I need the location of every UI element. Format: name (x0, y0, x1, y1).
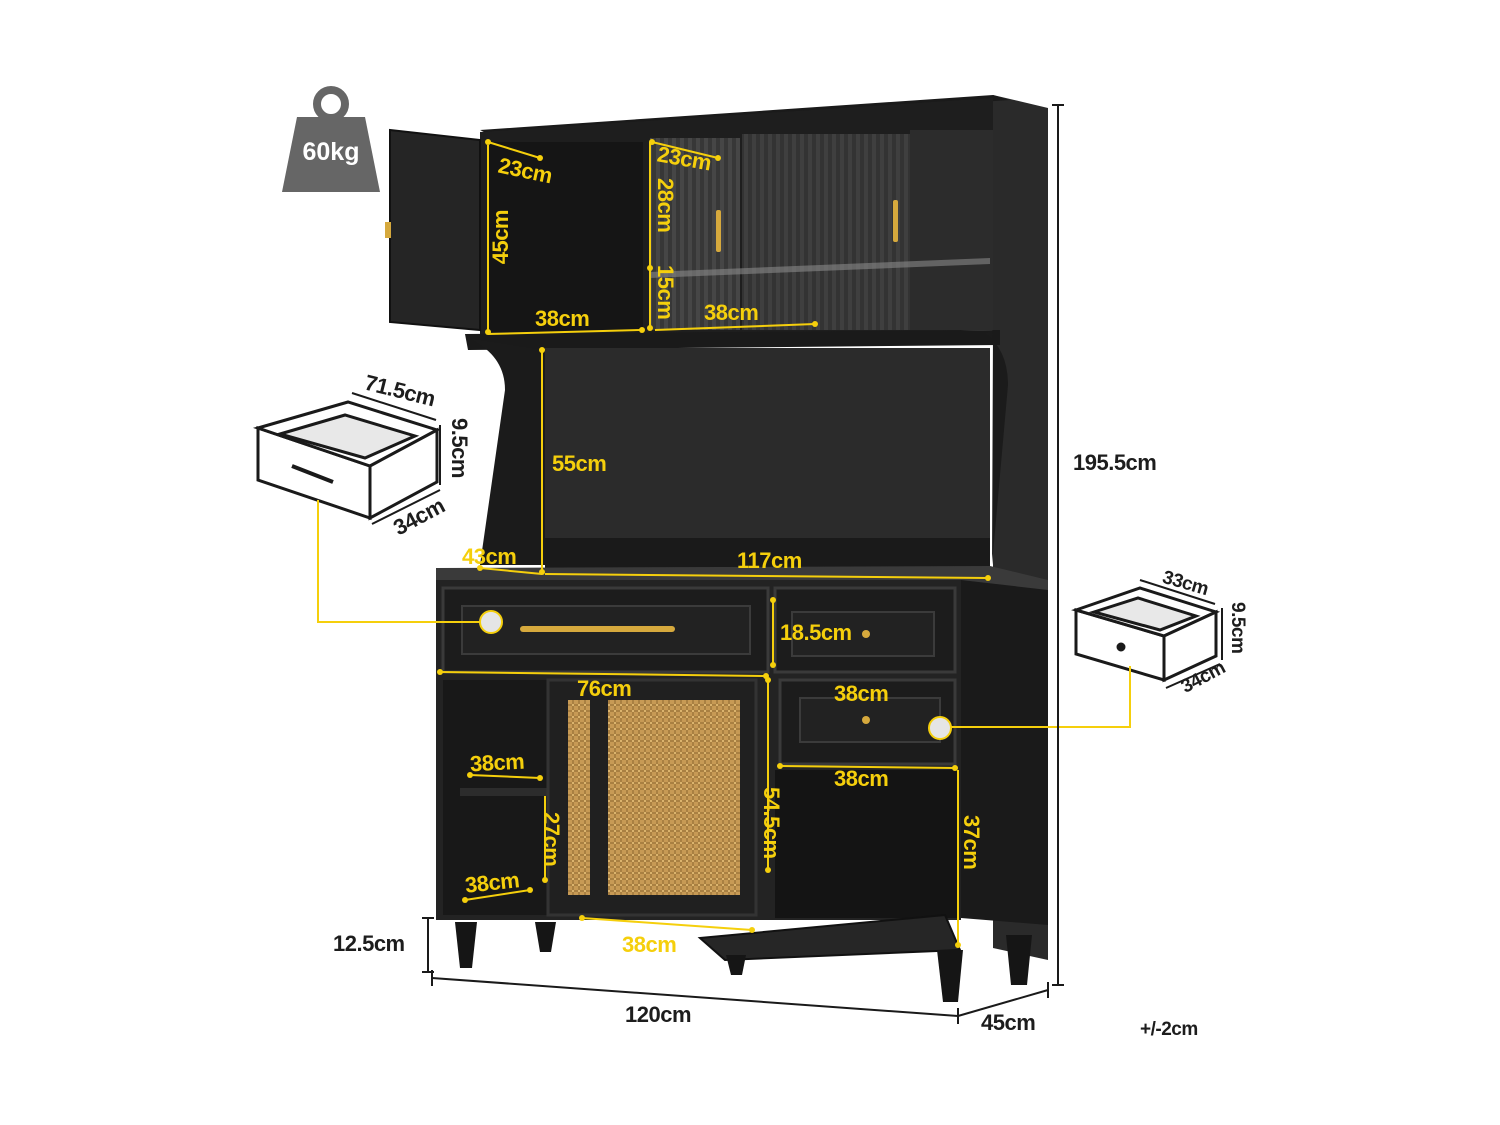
small-drawer-marker (928, 716, 952, 740)
open-shelf-height-label: 55cm (552, 451, 607, 476)
tolerance-label: +/-2cm (1140, 1019, 1198, 1040)
side-shelf-height-label: 27cm (539, 812, 564, 867)
small-drawer-height-label: 9.5cm (1227, 602, 1248, 654)
rattan-depth-label: 38cm (622, 932, 677, 957)
small-drawer-inset (1071, 586, 1221, 683)
hutch-right-lower-label: 15cm (653, 265, 678, 320)
weight-label: 60kg (302, 138, 360, 166)
leg-height-label: 12.5cm (333, 931, 405, 956)
large-drawer-height-label: 9.5cm (447, 418, 472, 478)
lower-drawer-width-label: 38cm (834, 681, 889, 706)
large-drawer-marker (479, 610, 503, 634)
cabinet-width-label: 76cm (577, 676, 632, 701)
overall-depth-label: 45cm (981, 1010, 1036, 1035)
counter-depth-label: 43cm (462, 544, 517, 569)
large-drawer-inset (252, 400, 441, 521)
side-shelf-upper-label: 38cm (469, 748, 525, 777)
side-shelf-lower-label: 38cm (463, 867, 521, 898)
hutch-right-depth-label: 38cm (704, 300, 759, 325)
callout-lines (317, 500, 1131, 728)
right-cab-width-label: 38cm (834, 766, 889, 791)
overall-height-label: 195.5cm (1073, 450, 1157, 475)
dimension-ticks (437, 139, 991, 948)
hutch-left-depth-label: 38cm (535, 306, 590, 331)
dimension-lines (439, 141, 989, 945)
overall-dimension-lines (351, 104, 1223, 1024)
cabinet-body (385, 95, 1048, 1002)
counter-width-label: 117cm (737, 548, 802, 573)
right-cab-height-label: 37cm (959, 815, 984, 870)
weight-icon (282, 86, 380, 192)
hutch-right-upper-label: 28cm (653, 178, 678, 233)
overall-width-label: 120cm (625, 1002, 692, 1027)
small-drawer-height-label: 18.5cm (780, 620, 852, 645)
hutch-left-height-label: 45cm (488, 210, 513, 265)
rattan-height-label: 54.5cm (759, 787, 784, 859)
